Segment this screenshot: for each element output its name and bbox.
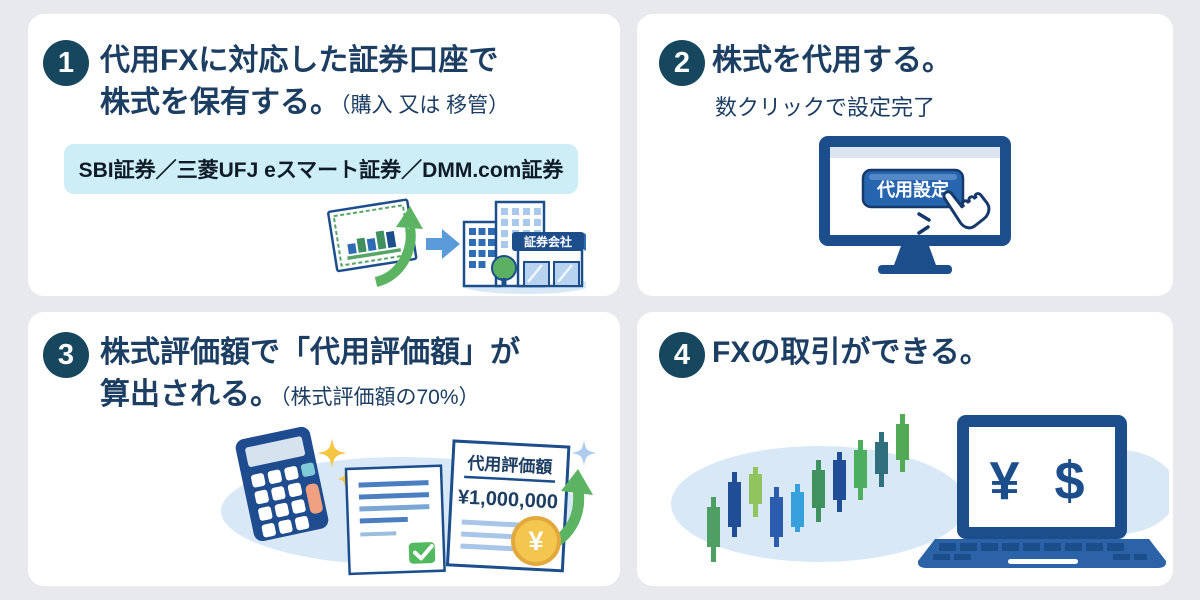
step-number-badge: 3 [43,332,89,378]
supported-brokers-label: SBI証券／三菱UFJ eスマート証券／DMM.com証券 [78,159,564,182]
step-card-4: 4 FXの取引ができる。 [637,312,1173,586]
stock-certificate-icon [327,198,418,273]
step-title: 代用FXに対応した証券口座で 株式を保有する。（購入 又は 移管） [100,40,509,127]
step-card-1: 1 代用FXに対応した証券口座で 株式を保有する。（購入 又は 移管） SBI証… [28,14,620,296]
step-title-note: （購入 又は 移管） [340,94,510,117]
yen-coin-symbol: ¥ [528,526,543,556]
step-number-badge: 4 [659,332,705,378]
yen-coin-icon: ¥ [511,516,561,566]
step-number: 4 [673,338,691,371]
hand-cursor-icon [942,190,991,230]
step-card-3: 3 株式評価額で「代用評価額」が 算出される。（株式評価額の70%） [28,312,620,586]
step-number: 3 [57,338,75,371]
valuation-illustration: 代用評価額 ¥1,000,000 ¥ [221,427,597,576]
sparkle-icon [571,440,597,466]
step-title: FXの取引ができる。 [712,336,990,369]
candlestick-chart-icon [707,414,909,562]
step-title-line1: 株式評価額で「代用評価額」が [100,336,520,369]
step-title: 株式評価額で「代用評価額」が 算出される。（株式評価額の70%） [100,332,520,419]
daiyo-settei-button-label: 代用設定 [876,179,949,200]
step-title-line2: 株式を保有する。（購入 又は 移管） [100,86,510,119]
fx-trading-illustration: ¥ $ [671,414,1169,568]
broker-building-icon: 証券会社 [462,200,586,294]
step-title-line1: 代用FXに対応した証券口座で [100,44,499,77]
growth-arrow-icon [374,206,423,287]
step-number: 1 [57,46,75,79]
tree-icon [491,255,517,281]
step-title-note: （株式評価額の70%） [280,386,480,409]
step-number-badge: 1 [43,40,89,86]
stock-to-broker-illustration: 証券会社 [327,198,586,294]
valuation-amount: ¥1,000,000 [457,486,558,513]
currency-symbols: ¥ $ [989,451,1094,511]
transfer-arrow-icon [426,229,460,259]
calculator-icon [235,427,329,542]
step-title: 株式を代用する。 [712,44,952,77]
daiyo-settei-button: 代用設定 [861,168,965,209]
laptop-icon: ¥ $ [917,415,1167,568]
steps-grid: 1 代用FXに対応した証券口座で 株式を保有する。（購入 又は 移管） SBI証… [28,14,1173,586]
step-title-line2: 算出される。（株式評価額の70%） [100,378,480,411]
step-subtitle: 数クリックで設定完了 [715,95,936,120]
valuation-paper-title: 代用評価額 [466,453,553,477]
monitor-click-illustration: 代用設定 [819,136,1011,274]
step-card-2: 2 株式を代用する。 数クリックで設定完了 代用設定 [637,14,1173,296]
step-number: 2 [673,46,691,79]
step-number-badge: 2 [659,40,705,86]
click-spark-icon [917,212,931,235]
supported-brokers-box: SBI証券／三菱UFJ eスマート証券／DMM.com証券 [64,144,578,194]
broker-building-sign: 証券会社 [524,234,572,249]
checked-document-icon [344,464,446,576]
